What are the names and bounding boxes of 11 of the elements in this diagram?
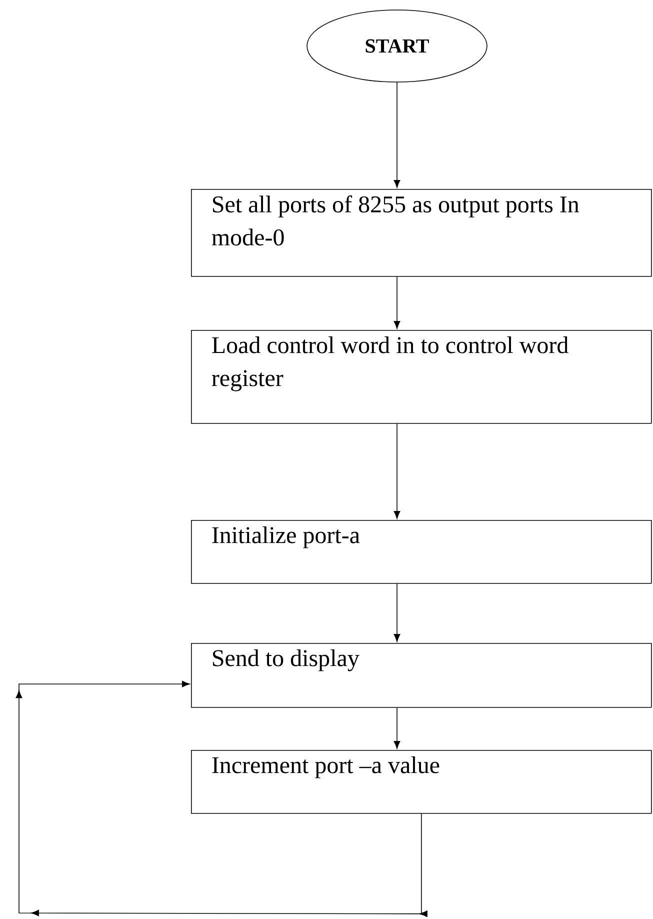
arrow [16,680,428,917]
process-box: Set all ports of 8255 as output ports In mode-0 [191,189,652,277]
process-box: Send to display [191,643,652,708]
arrow [394,707,400,749]
arrow [394,82,400,188]
process-box: Initialize port-a [191,520,652,584]
arrow [394,276,400,329]
arrow [394,423,400,519]
arrow [394,583,400,642]
process-box: Increment port –a value [191,750,652,814]
process-box: Load control word in to control word register [191,330,652,424]
